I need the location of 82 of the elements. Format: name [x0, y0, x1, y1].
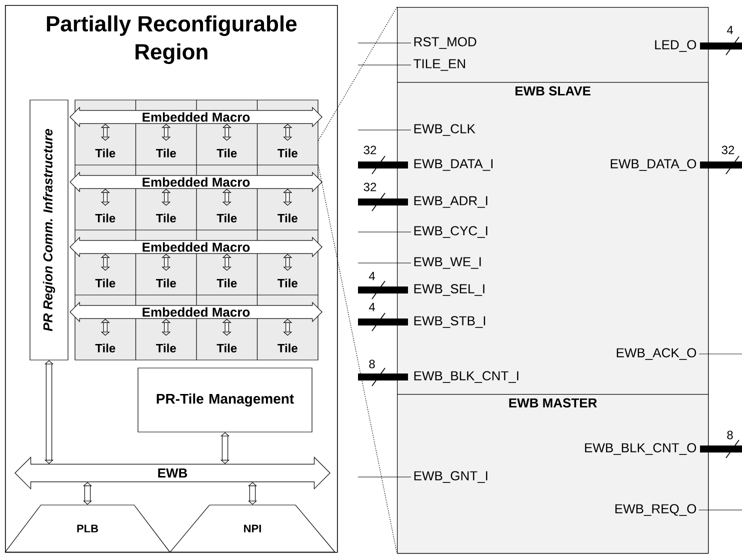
signal-name: EWB_WE_I [414, 257, 481, 269]
tile-box: Tile [257, 141, 318, 165]
block-arrow [220, 432, 230, 464]
bus-width: 32 [364, 146, 376, 154]
process-box: PR-Tile Management [138, 368, 312, 432]
tile-box: Tile [257, 206, 318, 230]
node-label: Tile [156, 214, 176, 222]
node-label: Tile [156, 344, 176, 352]
block-arrow [100, 318, 110, 336]
block-arrow [82, 482, 92, 505]
block-arrow [162, 254, 171, 271]
block-arrow [222, 188, 232, 206]
tile-box: Tile [136, 141, 196, 165]
node-label: Tile [278, 344, 298, 352]
node-label: Tile [156, 278, 176, 288]
bus-width: 4 [368, 302, 375, 312]
bus-width: 8 [727, 430, 733, 440]
node-label: Tile [278, 148, 298, 158]
node-label: Tile [216, 344, 237, 352]
interface-trapezoid: NPI [170, 504, 336, 552]
node-label: Tile [278, 278, 298, 288]
bus-width: 4 [726, 26, 733, 34]
signal-name: EWB_ACK_O [616, 348, 696, 360]
bus-width: 32 [364, 182, 376, 192]
block-arrow [222, 318, 232, 336]
block-arrow [100, 188, 110, 206]
signal-name: EWB_CYC_I [414, 226, 488, 238]
tile-box: Tile [257, 271, 318, 295]
signal-name: RST_MOD [414, 37, 476, 49]
node-label: PLB [77, 524, 98, 532]
node-label: Tile [95, 148, 116, 158]
block-arrow [162, 124, 171, 141]
interface-trapezoid: PLB [4, 504, 170, 552]
tile-box: Tile [75, 141, 136, 165]
bus-width: 4 [368, 272, 375, 280]
node-label: Tile [216, 278, 237, 288]
node-label: Tile [216, 148, 237, 158]
tile-box: Tile [136, 206, 196, 230]
tile-box: Tile [196, 336, 258, 360]
block-arrow [248, 482, 258, 505]
zoom-line [318, 6, 398, 141]
tile-box: Tile [136, 271, 196, 295]
tile-box: Tile [75, 271, 136, 295]
tile-box: Tile [75, 336, 136, 360]
block-arrow [283, 254, 292, 271]
node-label: Tile [156, 148, 176, 158]
node-label: Tile [216, 214, 237, 222]
tile-box: Tile [196, 206, 258, 230]
signal-name: EWB_ADR_I [414, 196, 488, 208]
block-arrow [283, 124, 292, 141]
signal-name: EWB_BLK_CNT_O [585, 443, 696, 455]
bus-width: 8 [369, 360, 375, 368]
node-label: Tile [95, 278, 116, 288]
tile-box: Tile [136, 336, 196, 360]
zoom-line [318, 165, 398, 554]
signal-name: EWB_DATA_O [610, 159, 696, 171]
tile-box: Tile [257, 336, 318, 360]
block-arrow [283, 188, 292, 206]
tile-box: Tile [196, 141, 258, 165]
signal-name: EWB_STB_I [414, 316, 486, 328]
signal-name: EWB_DATA_I [414, 159, 493, 171]
tile-box: Tile [196, 271, 258, 295]
block-arrow [100, 254, 110, 271]
node-label: Tile [95, 344, 116, 352]
block-arrow [44, 360, 54, 464]
signal-name: EWB_REQ_O [615, 504, 696, 516]
block-arrow [222, 254, 232, 271]
block-arrow [100, 124, 110, 141]
block-arrow [283, 318, 292, 336]
infrastructure-box: PR Region Comm. Infrastructure [30, 100, 68, 360]
node-label: Tile [95, 214, 116, 222]
signal-name: LED_O [655, 40, 696, 52]
signal-name: EWB_BLK_CNT_I [414, 371, 518, 383]
tile-box: Tile [75, 206, 136, 230]
block-arrow [222, 124, 232, 141]
signal-name: EWB_GNT_I [414, 471, 488, 483]
node-label: Tile [278, 214, 298, 222]
block-arrow [162, 318, 171, 336]
signal-name: EWB_SEL_I [414, 284, 484, 296]
signal-name: EWB_CLK [414, 124, 476, 136]
bus-width: 32 [722, 146, 734, 154]
block-arrow [162, 188, 171, 206]
